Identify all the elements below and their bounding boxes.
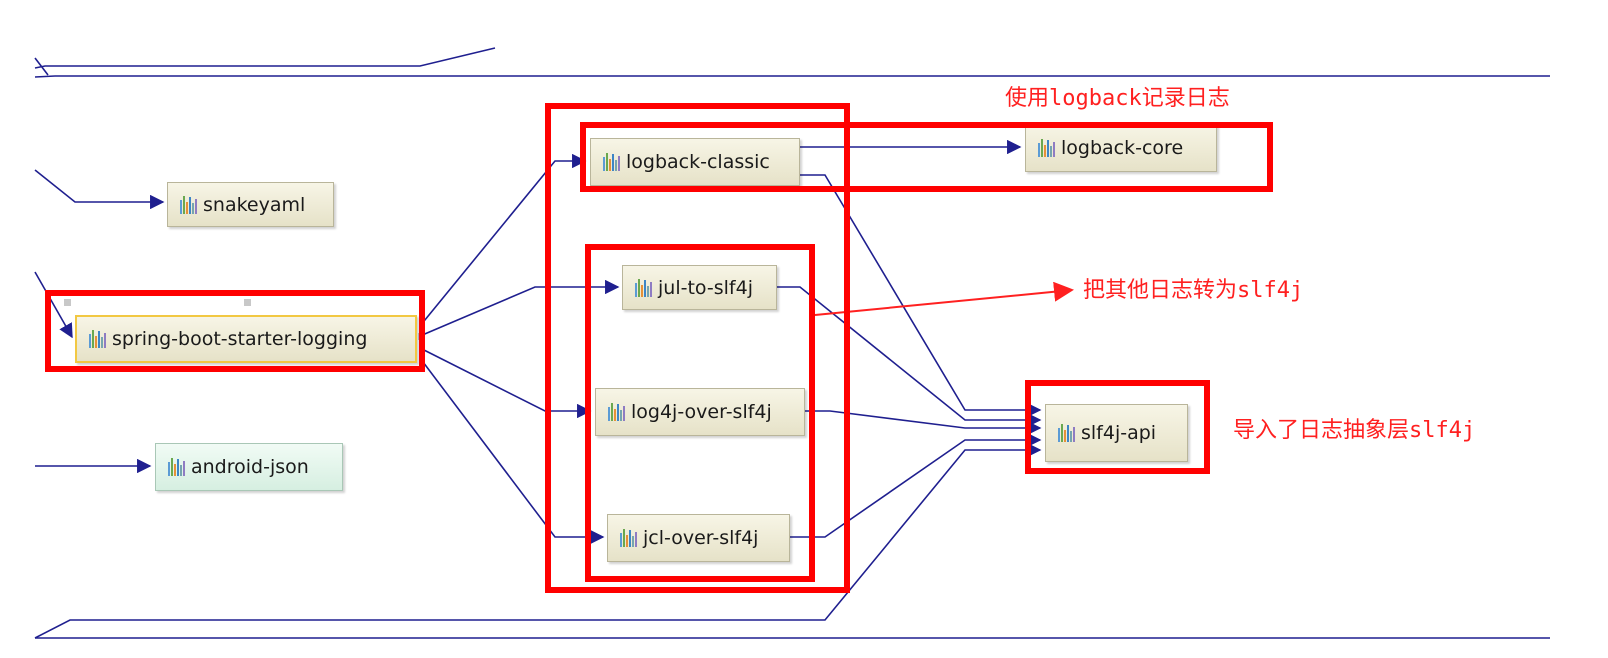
node-spring-boot-starter-logging[interactable]: spring-boot-starter-logging: [75, 315, 417, 363]
edge-top-stub: [34, 57, 49, 76]
annotation-logback: 使用logback记录日志: [1005, 86, 1230, 111]
edge-to-snakeyaml: [34, 169, 165, 210]
library-bars-icon: [635, 278, 652, 297]
node-label: slf4j-api: [1081, 422, 1157, 444]
node-label: spring-boot-starter-logging: [112, 328, 368, 350]
node-logback-core[interactable]: logback-core: [1025, 124, 1217, 172]
edge-logging-to-logback-classic: [419, 153, 587, 327]
library-bars-icon: [89, 330, 106, 348]
node-android-json[interactable]: android-json: [155, 443, 343, 491]
selection-handle[interactable]: [64, 299, 71, 306]
library-bars-icon: [603, 153, 620, 171]
node-snakeyaml[interactable]: snakeyaml: [167, 182, 334, 227]
edge-jul-to-api: [775, 286, 1042, 428]
edge-top-partial: [34, 47, 496, 69]
library-bars-icon: [1038, 139, 1055, 157]
node-jul-to-slf4j[interactable]: jul-to-slf4j: [622, 265, 777, 310]
edge-classic-to-api: [800, 174, 1042, 418]
annotation-bridge: 把其他日志转为slf4j: [1083, 278, 1304, 303]
library-bars-icon: [1058, 424, 1075, 442]
highlight-box-bridges-outer: [545, 103, 850, 593]
node-logback-classic[interactable]: logback-classic: [590, 138, 800, 186]
edge-bottom-route: [34, 442, 1042, 639]
library-bars-icon: [180, 195, 197, 214]
edge-to-starter-logging: [34, 271, 73, 339]
selection-handle[interactable]: [244, 299, 251, 306]
highlight-box-bridges-inner: [585, 244, 815, 582]
node-jcl-over-slf4j[interactable]: jcl-over-slf4j: [607, 514, 790, 562]
node-label: log4j-over-slf4j: [631, 401, 772, 423]
edge-log4j-to-api: [805, 410, 1042, 436]
edge-jcl-to-api: [790, 432, 1042, 538]
node-label: snakeyaml: [203, 193, 306, 216]
edge-top-long: [34, 75, 1550, 78]
highlight-box-slf4j-api: [1025, 380, 1210, 474]
node-label: android-json: [191, 456, 309, 478]
annotation-api: 导入了日志抽象层slf4j: [1233, 418, 1476, 443]
node-label: jul-to-slf4j: [658, 276, 753, 299]
node-label: logback-core: [1061, 137, 1184, 159]
highlight-box-logback: [580, 122, 1273, 192]
node-log4j-over-slf4j[interactable]: log4j-over-slf4j: [595, 388, 805, 436]
annotation-arrow: [814, 281, 1074, 316]
highlight-box-starter-logging: [45, 290, 425, 372]
library-bars-icon: [608, 403, 625, 421]
library-bars-icon: [620, 529, 637, 547]
node-label: logback-classic: [626, 151, 770, 173]
node-label: jcl-over-slf4j: [643, 527, 759, 549]
node-slf4j-api[interactable]: slf4j-api: [1045, 404, 1188, 462]
library-bars-icon: [168, 458, 185, 476]
